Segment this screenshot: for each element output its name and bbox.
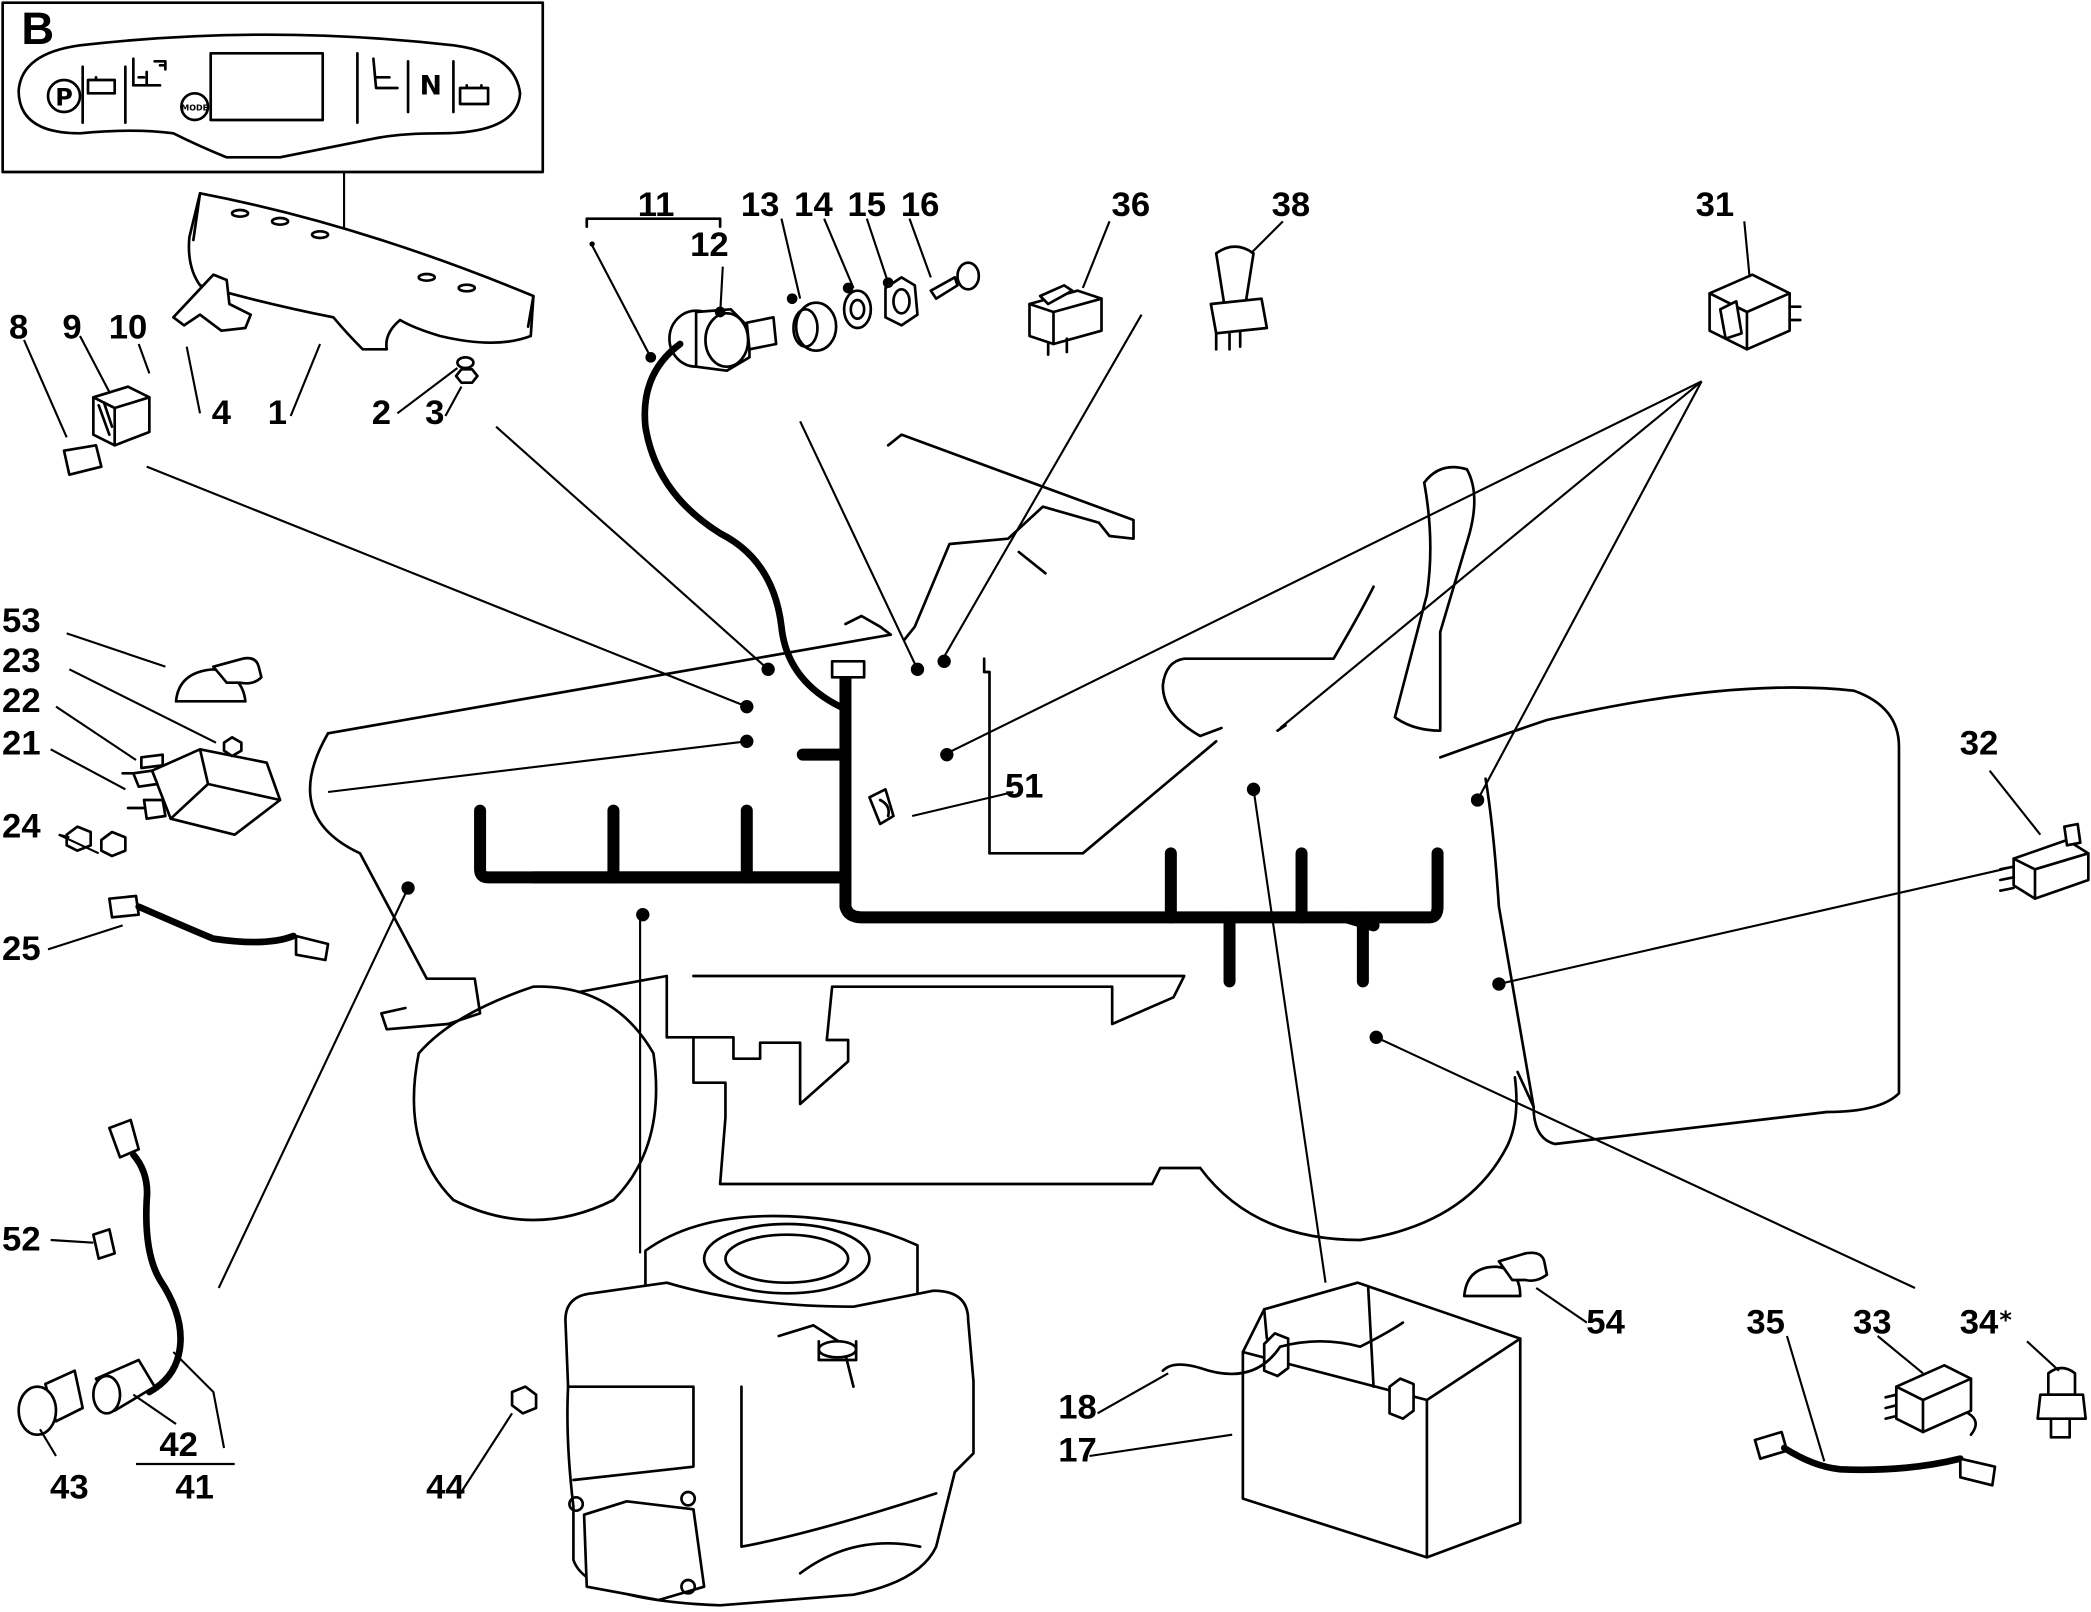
inset-label: B	[21, 3, 54, 54]
nut-part-3	[454, 368, 479, 384]
tractor-body	[308, 433, 1901, 1242]
callout-13: 13	[741, 186, 780, 224]
nut-part-23	[222, 735, 243, 758]
bolt-part-22	[140, 753, 165, 770]
inset-b-dashboard: B MODE P N	[1, 1, 545, 174]
callout-14: 14	[794, 186, 833, 224]
callout-12: 12	[690, 226, 729, 264]
bulb-part-43	[17, 1369, 85, 1436]
solenoid-part-21	[121, 747, 282, 836]
callout-25: 25	[2, 930, 41, 968]
callout-18: 18	[1058, 1389, 1097, 1427]
nut-part-24b	[100, 830, 127, 858]
engine	[564, 1214, 975, 1607]
callout-1: 1	[268, 394, 287, 432]
bracket-11	[585, 217, 722, 228]
callout-31: 31	[1696, 186, 1735, 224]
callout-10: 10	[109, 309, 148, 347]
callout-38: 38	[1272, 186, 1311, 224]
callout-32: 32	[1960, 725, 1999, 763]
seat-icon	[372, 57, 399, 90]
callout-11: 11	[638, 186, 675, 224]
callout-21: 21	[2, 725, 41, 763]
leader-lines	[23, 218, 2060, 1497]
callout-54: 54	[1586, 1303, 1625, 1341]
callout-36: 36	[1112, 186, 1151, 224]
dashboard-outline	[17, 33, 522, 159]
bracket-part-4	[172, 273, 253, 332]
callout-41: 41	[175, 1469, 214, 1507]
callout-16: 16	[901, 186, 940, 224]
cable-part-35	[1753, 1430, 1997, 1487]
callout-9: 9	[62, 309, 81, 347]
lamp-cable-part-41	[108, 1118, 184, 1396]
boot-part-53	[174, 656, 263, 703]
callout-2: 2	[372, 394, 391, 432]
key-part-16	[929, 276, 959, 300]
cable-part-25	[108, 894, 330, 962]
connection-dots	[401, 277, 1506, 1044]
callout-34: 34	[1960, 1303, 1999, 1341]
dashboard-part-1	[187, 191, 535, 351]
fuel-icon	[86, 76, 117, 95]
relay-part-33	[1884, 1364, 1977, 1436]
ignition-lead-wire	[641, 340, 844, 710]
washer-part-14	[842, 289, 873, 330]
battery-part-17	[1241, 1281, 1522, 1559]
clip-part-51	[868, 787, 895, 826]
blade-icon	[132, 57, 167, 87]
callout-8: 8	[9, 309, 28, 347]
relay-part-9	[92, 385, 151, 447]
callout-33: 33	[1853, 1303, 1892, 1341]
inset-frame	[1, 1, 545, 174]
callout-42: 42	[159, 1426, 198, 1464]
callout-52: 52	[2, 1221, 41, 1259]
battery-icon	[458, 84, 490, 106]
neutral-letter: N	[420, 71, 442, 102]
callout-53: 53	[2, 602, 41, 640]
ignition-switch-assembly	[585, 217, 981, 372]
callout-labels: 8 9 10 4 1 2 3 11 12 13 14 15 16 36 38 3…	[2, 186, 2012, 1507]
seat-switch-part-31	[1708, 273, 1802, 351]
callout-51: 51	[1005, 767, 1044, 805]
clip-part-52	[92, 1228, 117, 1260]
mode-button	[180, 91, 210, 122]
micro-switch-part-32	[1998, 822, 2090, 900]
fuse-part-8	[62, 444, 103, 476]
parking-letter: P	[55, 83, 73, 111]
nut-part-44	[510, 1385, 538, 1415]
nut-part-24a	[65, 825, 93, 852]
sensor-part-34	[2036, 1366, 2087, 1439]
display-screen	[209, 51, 325, 122]
parking-brake-icon	[46, 78, 82, 114]
bulb-holder-part-42	[92, 1358, 157, 1415]
callout-3: 3	[425, 394, 444, 432]
callout-4: 4	[212, 394, 232, 432]
callout-35: 35	[1746, 1303, 1785, 1341]
boot-part-54	[1462, 1251, 1549, 1298]
washer-part-2	[456, 355, 475, 370]
callout-24: 24	[2, 807, 41, 845]
cable-part-18	[1161, 1321, 1405, 1376]
callout-44: 44	[426, 1469, 465, 1507]
callout-15: 15	[848, 186, 887, 224]
callout-43: 43	[50, 1469, 89, 1507]
pto-switch-part-38	[1209, 245, 1269, 351]
rocker-switch-part-36	[1028, 284, 1103, 356]
callout-17: 17	[1058, 1431, 1097, 1469]
mode-text: MODE	[181, 104, 208, 113]
asterisk-mark: *	[1999, 1306, 2012, 1334]
nut-part-15	[884, 276, 919, 327]
callout-23: 23	[2, 642, 41, 680]
wiring-harness	[474, 659, 1444, 988]
callout-22: 22	[2, 682, 41, 720]
